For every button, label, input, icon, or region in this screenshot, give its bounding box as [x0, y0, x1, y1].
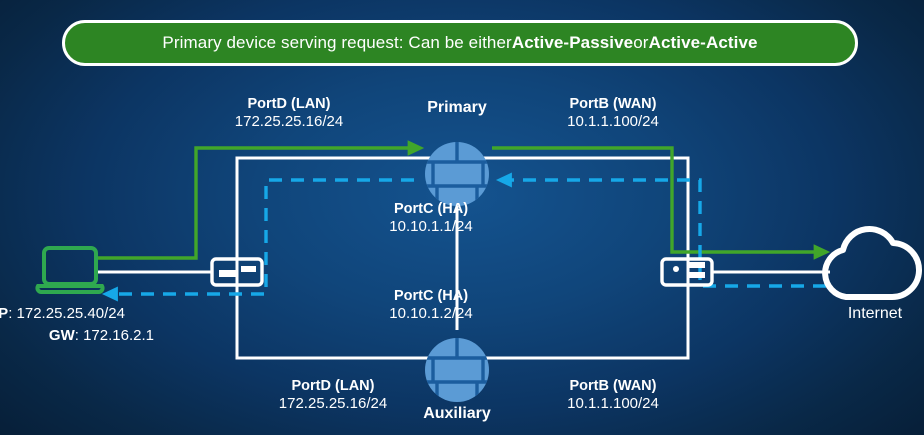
port-title: PortB (WAN)	[569, 96, 657, 112]
link-switch-left-to-auxiliary	[235, 256, 432, 360]
port-label-primary-lan: PortD (LAN) 172.25.25.16/24	[178, 96, 400, 131]
port-address: 172.25.25.16/24	[234, 113, 344, 131]
client-host-info: IP: 172.25.25.40/24 GW: 172.16.2.1	[0, 303, 154, 347]
client-ip-row: IP: 172.25.25.40/24	[0, 303, 154, 325]
client-ip-label: IP	[0, 305, 9, 322]
port-label-auxiliary-ha: PortC (HA) 10.10.1.2/24	[346, 288, 516, 323]
device-name-auxiliary: Auxiliary	[423, 405, 491, 422]
port-title: PortB (WAN)	[569, 378, 657, 394]
port-address: 172.25.25.16/24	[278, 395, 388, 413]
switch-icon-left	[210, 257, 264, 287]
laptop-icon	[35, 246, 105, 294]
client-gw-row: GW: 172.16.2.1	[48, 326, 154, 344]
port-label-auxiliary-lan: PortD (LAN) 172.25.25.16/24	[222, 378, 444, 413]
internet-label: Internet	[847, 305, 903, 322]
link-switch-left-to-primary	[235, 156, 432, 290]
link-primary-to-switch-right	[482, 156, 690, 290]
switch-icon-right	[660, 257, 714, 287]
port-address: 10.1.1.100/24	[567, 113, 659, 131]
port-address: 10.1.1.100/24	[567, 395, 659, 413]
flow-return-cyan	[101, 172, 826, 302]
banner-text-pre: Primary device serving request: Can be e…	[162, 33, 512, 52]
port-title: PortD (LAN)	[247, 96, 331, 112]
firewall-icon-auxiliary	[425, 338, 489, 402]
client-gw-label: GW	[48, 326, 75, 344]
client-ip-value: 172.25.25.40/24	[16, 305, 125, 322]
banner-text-bold-active-passive: Active-Passive	[511, 33, 634, 52]
port-address: 10.10.1.1/24	[389, 218, 473, 236]
device-name-primary: Primary	[427, 99, 487, 116]
port-title: PortC (HA)	[393, 201, 469, 217]
port-label-primary-wan: PortB (WAN) 10.1.1.100/24	[502, 96, 724, 131]
port-label-auxiliary-wan: PortB (WAN) 10.1.1.100/24	[502, 378, 724, 413]
link-auxiliary-to-switch-right	[482, 256, 690, 360]
port-address: 10.10.1.2/24	[389, 305, 473, 323]
info-banner: Primary device serving request: Can be e…	[62, 20, 858, 66]
client-gw-value: 172.16.2.1	[83, 326, 154, 344]
port-title: PortD (LAN)	[291, 378, 375, 394]
firewall-icon-primary	[425, 142, 489, 206]
banner-text-bold-active-active: Active-Active	[648, 33, 758, 52]
cloud-icon	[822, 225, 922, 301]
flow-outbound-green	[96, 140, 831, 260]
port-label-primary-ha: PortC (HA) 10.10.1.1/24	[346, 201, 516, 236]
banner-text-mid: or	[633, 33, 649, 52]
port-title: PortC (HA)	[393, 288, 469, 304]
